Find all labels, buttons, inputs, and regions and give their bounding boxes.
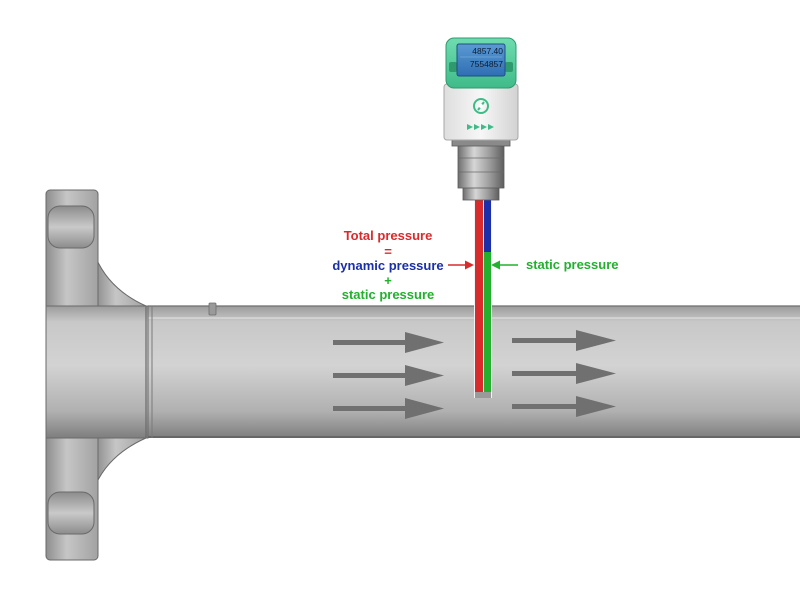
total-pressure-pointer (448, 260, 474, 270)
static-pressure-channel (484, 252, 491, 396)
flow-arrow-icon (333, 365, 444, 386)
bolt-hole-top (47, 205, 95, 249)
flow-logo-icon (473, 98, 489, 114)
total-pressure-channel (475, 200, 483, 396)
flow-arrow-icon (512, 330, 616, 351)
dynamic-pressure-channel (484, 200, 491, 252)
bolt-hole-bottom (47, 491, 95, 535)
lcd-screen (456, 43, 506, 77)
flow-arrow-icon (512, 396, 616, 417)
flange (45, 189, 153, 561)
flow-arrow-icon (333, 398, 444, 419)
lcd-reading-1: 4857.40 (472, 46, 503, 56)
arrow-right-icon (465, 260, 474, 270)
arrow-indicator-icon (467, 124, 494, 130)
flow-arrow-icon (512, 363, 616, 384)
flow-arrows (333, 330, 616, 419)
static-pressure-pointer (491, 260, 518, 270)
lcd-reading-2: 7554857 (470, 59, 503, 69)
sensor-cap: 4857.40 7554857 (445, 37, 517, 89)
arrow-left-icon (491, 260, 500, 270)
dynamic-pressure-label: dynamic pressure (332, 258, 444, 273)
equals-label: = (384, 244, 392, 259)
probe (474, 198, 492, 398)
plus-label: + (384, 273, 392, 288)
total-pressure-label: Total pressure (343, 228, 433, 243)
static-pressure-label-right: static pressure (526, 257, 619, 272)
flow-arrow-icon (333, 332, 444, 353)
pipe-marker (208, 302, 217, 316)
sensor-mount (451, 137, 511, 201)
sensor-housing (443, 83, 519, 141)
static-pressure-label-left: static pressure (341, 287, 435, 302)
